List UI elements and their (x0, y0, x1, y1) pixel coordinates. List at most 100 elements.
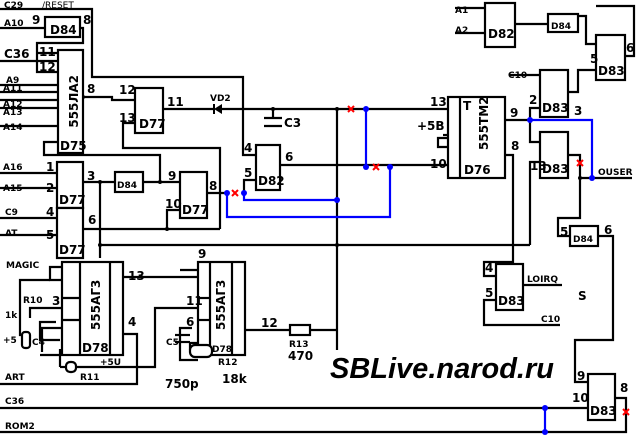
signal-label: A9 (6, 76, 19, 86)
cut-mark-icon (347, 105, 355, 113)
signal-label: A12 (3, 100, 23, 110)
signal-label: C10 (508, 71, 527, 81)
component-label: R11 (80, 373, 99, 383)
signal-label: A1 (455, 6, 468, 16)
component-label: 1k (5, 311, 18, 321)
chip-label: D77 (139, 117, 166, 131)
svg-text:9: 9 (198, 247, 206, 261)
chip-label: D82 (488, 27, 515, 41)
signal-label: C10 (541, 315, 560, 325)
chip-label: D84 (573, 235, 593, 245)
signal-label: C9 (5, 208, 18, 218)
chip-label: D83 (498, 294, 525, 308)
chip-d82a (254, 143, 282, 192)
svg-text:8: 8 (87, 82, 95, 96)
svg-text:12: 12 (39, 60, 56, 74)
svg-text:6: 6 (626, 41, 634, 55)
wire-junctions (81, 95, 582, 247)
chip-d82b (483, 1, 517, 49)
junction-dot (363, 164, 369, 170)
component-label: C3 (284, 116, 301, 130)
signal-label: A15 (3, 184, 23, 194)
svg-text:9: 9 (510, 106, 518, 120)
svg-text:5: 5 (590, 52, 598, 66)
svg-text:13: 13 (430, 95, 447, 109)
chip-d84c (546, 12, 580, 34)
signal-label: A11 (3, 84, 23, 94)
cut-mark-icon (576, 159, 584, 167)
component-label: 750p (165, 377, 199, 391)
svg-text:9: 9 (32, 13, 40, 27)
svg-text:9: 9 (577, 369, 585, 383)
svg-text:5: 5 (244, 166, 252, 180)
svg-text:12: 12 (119, 83, 136, 97)
chip-label: D83 (542, 101, 569, 115)
component-labels: VD2 C3 R10 1k C4 C5 750p R11 R12 18k R13… (5, 94, 313, 391)
chip-d77a (133, 86, 165, 135)
junction-dot (542, 405, 548, 411)
signal-label: C36 (5, 397, 24, 407)
chip-d84b (113, 170, 145, 194)
junction-dot (387, 164, 393, 170)
component-label: 18k (222, 372, 248, 386)
svg-text:4: 4 (128, 315, 136, 329)
chip-label: D84 (117, 181, 137, 191)
svg-text:8: 8 (209, 179, 217, 193)
chip-label: D83 (542, 162, 569, 176)
svg-text:11: 11 (186, 294, 203, 308)
signal-label: LOIRQ (527, 275, 558, 285)
svg-text:3: 3 (52, 294, 60, 308)
junction-dot (224, 190, 230, 196)
chip-label: D76 (464, 163, 491, 177)
chip-label: D77 (59, 193, 86, 207)
signal-label: ART (5, 373, 25, 383)
signal-label: +5U (100, 358, 121, 368)
junction-dot (363, 106, 369, 112)
cut-mark-icon (231, 189, 239, 197)
svg-text:13: 13 (530, 159, 547, 173)
svg-text:3: 3 (87, 169, 95, 183)
chip-d78b (196, 260, 247, 357)
svg-text:10: 10 (430, 157, 447, 171)
chip-label: D83 (590, 404, 617, 418)
cut-mark-icon (622, 408, 630, 416)
resistor-r12 (188, 343, 214, 359)
component-label: R10 (23, 296, 42, 306)
svg-text:6: 6 (186, 315, 194, 329)
chip-label: D77 (59, 243, 86, 257)
junction-dot (334, 197, 340, 203)
svg-text:13: 13 (128, 269, 145, 283)
svg-text:10: 10 (572, 391, 589, 405)
svg-text:8: 8 (511, 139, 519, 153)
signal-label: +5B (417, 119, 445, 133)
svg-text:11: 11 (39, 45, 56, 59)
chip-d84a (43, 15, 82, 39)
signal-label: +5 (3, 336, 17, 346)
chip-label: D82 (258, 174, 285, 188)
component-label: C4 (32, 338, 45, 348)
junction-dot (241, 190, 247, 196)
svg-text:9: 9 (168, 169, 176, 183)
svg-text:S: S (578, 289, 587, 303)
svg-text:5: 5 (46, 228, 54, 242)
watermark-text: SBLive.narod.ru (330, 353, 554, 385)
signal-labels: C29 /RESET A10 C36 A9 A11 A12 A13 A14 A1… (3, 1, 633, 432)
svg-text:6: 6 (604, 223, 612, 237)
svg-text:8: 8 (620, 381, 628, 395)
signal-label: AT (5, 229, 18, 239)
chip-d83a (594, 33, 627, 82)
svg-text:4: 4 (244, 141, 252, 155)
chip-d83d (494, 262, 525, 312)
chip-d83b (538, 68, 570, 119)
chip-type-label: 555ЛА2 (67, 75, 81, 128)
junction-dot (542, 429, 548, 435)
chip-label: D84 (50, 23, 77, 37)
chip-label: D78 (212, 345, 232, 355)
svg-text:10: 10 (165, 197, 182, 211)
svg-text:13: 13 (119, 111, 136, 125)
svg-text:5: 5 (560, 225, 568, 239)
svg-text:6: 6 (285, 150, 293, 164)
chip-label: D84 (551, 22, 571, 32)
